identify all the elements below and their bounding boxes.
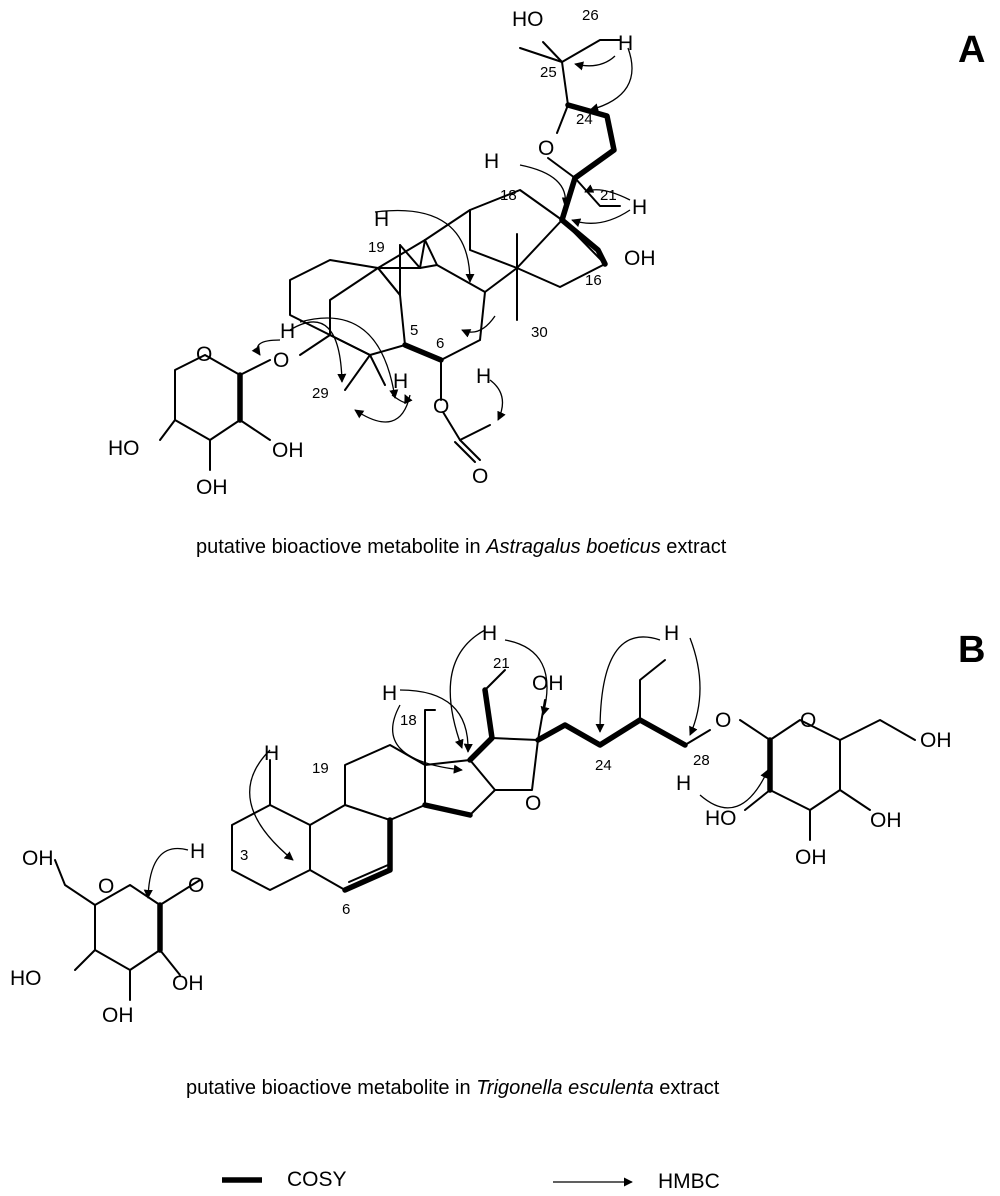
b-num-18: 18: [400, 712, 417, 729]
b-atom-ho-glc-left: HO: [10, 967, 42, 990]
b-atom-h19: H: [264, 742, 279, 765]
panel-b-label: B: [958, 629, 985, 671]
panel-a-caption: putative bioactiove metabolite in Astrag…: [196, 536, 727, 558]
a-num-26: 26: [582, 7, 599, 24]
b-atom-o-f-ring: O: [525, 792, 541, 815]
b-num-28: 28: [693, 752, 710, 769]
b-atom-o3: O: [188, 874, 204, 897]
a-num-30: 30: [531, 324, 548, 341]
panel-a-core: [289, 189, 608, 463]
b-atom-h3: H: [190, 840, 205, 863]
a-atom-h6: H: [476, 365, 491, 388]
a-atom-h5: H: [393, 370, 408, 393]
a-num-24: 24: [576, 111, 593, 128]
a-atom-h18: H: [484, 150, 499, 173]
b-num-21: 21: [493, 655, 510, 672]
b-atom-h18: H: [382, 682, 397, 705]
panel-b-caption-species: Trigonella esculenta: [476, 1077, 654, 1099]
a-atom-o-sugar-ring: O: [196, 343, 212, 366]
b-atom-o-glc-left: O: [98, 875, 114, 898]
panel-b-sugar-left: [54, 859, 201, 1001]
panel-a-caption-suffix: extract: [661, 536, 727, 558]
panel-a-caption-species: Astragalus boeticus: [485, 536, 661, 558]
b-atom-oh-glc-left-c2: OH: [172, 972, 204, 995]
b-atom-oh-glc-right-c3: OH: [870, 809, 902, 832]
b-atom-oh-glc-left-ch2: OH: [22, 847, 54, 870]
panel-b-sugar-right: [739, 719, 916, 841]
a-atom-oh-sugar-right: OH: [272, 439, 304, 462]
b-atom-h26top: H: [664, 622, 679, 645]
b-atom-h28: H: [676, 772, 691, 795]
b-atom-h21: H: [482, 622, 497, 645]
panel-a-caption-prefix: putative bioactiove metabolite in: [196, 536, 486, 558]
a-atom-o-ring: O: [538, 137, 554, 160]
a-num-18: 18: [500, 187, 517, 204]
panel-b: B: [10, 622, 985, 1099]
a-num-21: 21: [600, 187, 617, 204]
a-atom-h21: H: [632, 196, 647, 219]
panel-b-hmbc-arrows: [143, 629, 769, 899]
legend-hmbc-label: HMBC: [658, 1170, 720, 1193]
a-atom-oh-sugar-bottom: OH: [196, 476, 228, 499]
legend-cosy-label: COSY: [287, 1168, 347, 1191]
a-atom-h19: H: [374, 208, 389, 231]
panel-a: A: [108, 7, 985, 558]
a-atom-o6: O: [433, 395, 449, 418]
a-atom-h3: H: [280, 320, 295, 343]
b-num-19: 19: [312, 760, 329, 777]
b-atom-oh-glc-right-c4: OH: [795, 846, 827, 869]
b-num-24: 24: [595, 757, 612, 774]
legend: COSY HMBC: [222, 1168, 720, 1193]
a-atom-ho-sugar: HO: [108, 437, 140, 460]
a-num-19: 19: [368, 239, 385, 256]
b-atom-o28: O: [715, 709, 731, 732]
a-atom-o-carbonyl: O: [472, 465, 488, 488]
b-atom-oh22: OH: [532, 672, 564, 695]
a-atom-o3: O: [273, 349, 289, 372]
b-atom-oh-glc-right-ch2: OH: [920, 729, 952, 752]
a-atom-oh16: OH: [624, 247, 656, 270]
b-atom-o-glc-right: O: [800, 709, 816, 732]
a-num-16: 16: [585, 272, 602, 289]
b-atom-ho-glc-right: HO: [705, 807, 737, 830]
panel-b-caption: putative bioactiove metabolite in Trigon…: [186, 1077, 720, 1099]
a-atom-ho-top: HO: [512, 8, 544, 31]
b-atom-oh-glc-left-c3: OH: [102, 1004, 134, 1027]
panel-b-caption-suffix: extract: [654, 1077, 720, 1099]
a-atom-h26: H: [618, 32, 633, 55]
panel-a-label: A: [958, 29, 985, 71]
b-num-6: 6: [342, 901, 350, 918]
a-num-29: 29: [312, 385, 329, 402]
panel-a-sugar: [159, 354, 271, 471]
a-num-5: 5: [410, 322, 418, 339]
b-num-3: 3: [240, 847, 248, 864]
panel-b-caption-prefix: putative bioactiove metabolite in: [186, 1077, 476, 1099]
a-num-25: 25: [540, 64, 557, 81]
a-num-6: 6: [436, 335, 444, 352]
panel-a-hmbc-arrows: [251, 47, 633, 423]
panel-b-core: [231, 659, 711, 893]
